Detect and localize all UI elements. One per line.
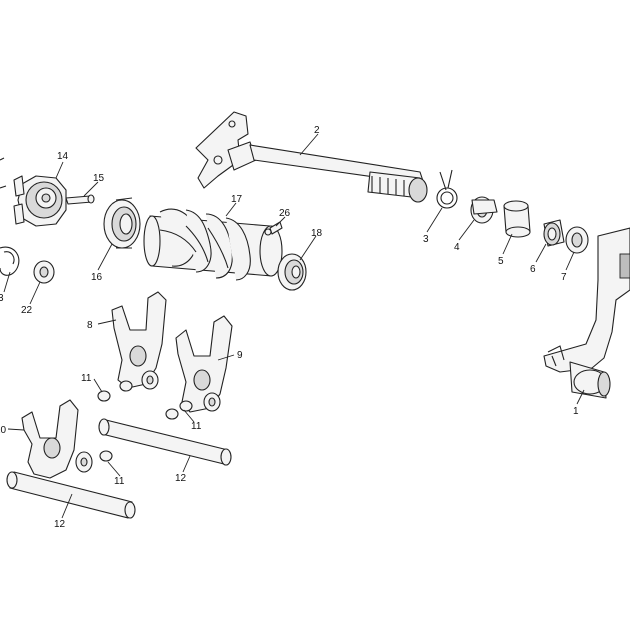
callout-8: 8 (87, 320, 93, 331)
part-7-washer (565, 226, 589, 254)
part-4-collar (470, 196, 498, 224)
callout-labels: 1 2 3 4 5 6 7 8 9 10 11 11 11 12 12 14 1… (0, 125, 579, 530)
callout-14: 14 (57, 151, 69, 162)
part-18-bearing (277, 253, 307, 291)
part-11-guide-pin-c (99, 450, 113, 462)
part-6-needle-bearing (543, 219, 565, 247)
part-10-shift-fork (21, 399, 93, 479)
part-15-pin (65, 194, 95, 205)
part-3-return-spring (436, 169, 458, 209)
part-12-fork-rod-b (6, 471, 136, 519)
callout-6: 6 (530, 264, 536, 275)
callout-3-left: 3 (0, 293, 4, 304)
callout-12-b: 12 (54, 519, 66, 530)
callout-18: 18 (311, 228, 323, 239)
part-11-guide-pin-b (165, 400, 193, 420)
part-8-shift-fork (111, 291, 167, 390)
part-2-shift-shaft (195, 111, 428, 203)
callout-5: 5 (498, 256, 504, 267)
callout-4: 4 (454, 242, 460, 253)
part-16-bearing (103, 197, 141, 249)
callout-26: 26 (279, 208, 291, 219)
part-22-collar (33, 260, 55, 284)
callout-1: 1 (573, 406, 579, 417)
part-3-spring-left (0, 157, 20, 276)
callout-12-a: 12 (175, 473, 187, 484)
callout-22: 22 (21, 305, 33, 316)
part-5-bushing (503, 200, 531, 238)
callout-2: 2 (314, 125, 320, 136)
callout-11-c: 11 (114, 476, 125, 487)
callout-17: 17 (231, 194, 243, 205)
callout-3: 3 (423, 234, 429, 245)
callout-9: 9 (237, 350, 243, 361)
callout-15: 15 (93, 173, 105, 184)
part-26-screw (264, 221, 283, 236)
part-14-drum-star (13, 175, 67, 227)
callout-11-b: 11 (191, 421, 202, 432)
callout-leaders (3, 133, 585, 519)
part-1-shift-lever (543, 227, 630, 399)
callout-11-a: 11 (81, 373, 92, 384)
part-11-guide-pin-a (97, 380, 133, 402)
part-9-shift-fork (175, 315, 233, 413)
callout-7: 7 (561, 272, 567, 283)
callout-16: 16 (91, 272, 103, 283)
callout-10: 10 (0, 425, 7, 436)
part-12-fork-rod-a (98, 418, 232, 466)
part-17-shift-drum (143, 208, 283, 281)
